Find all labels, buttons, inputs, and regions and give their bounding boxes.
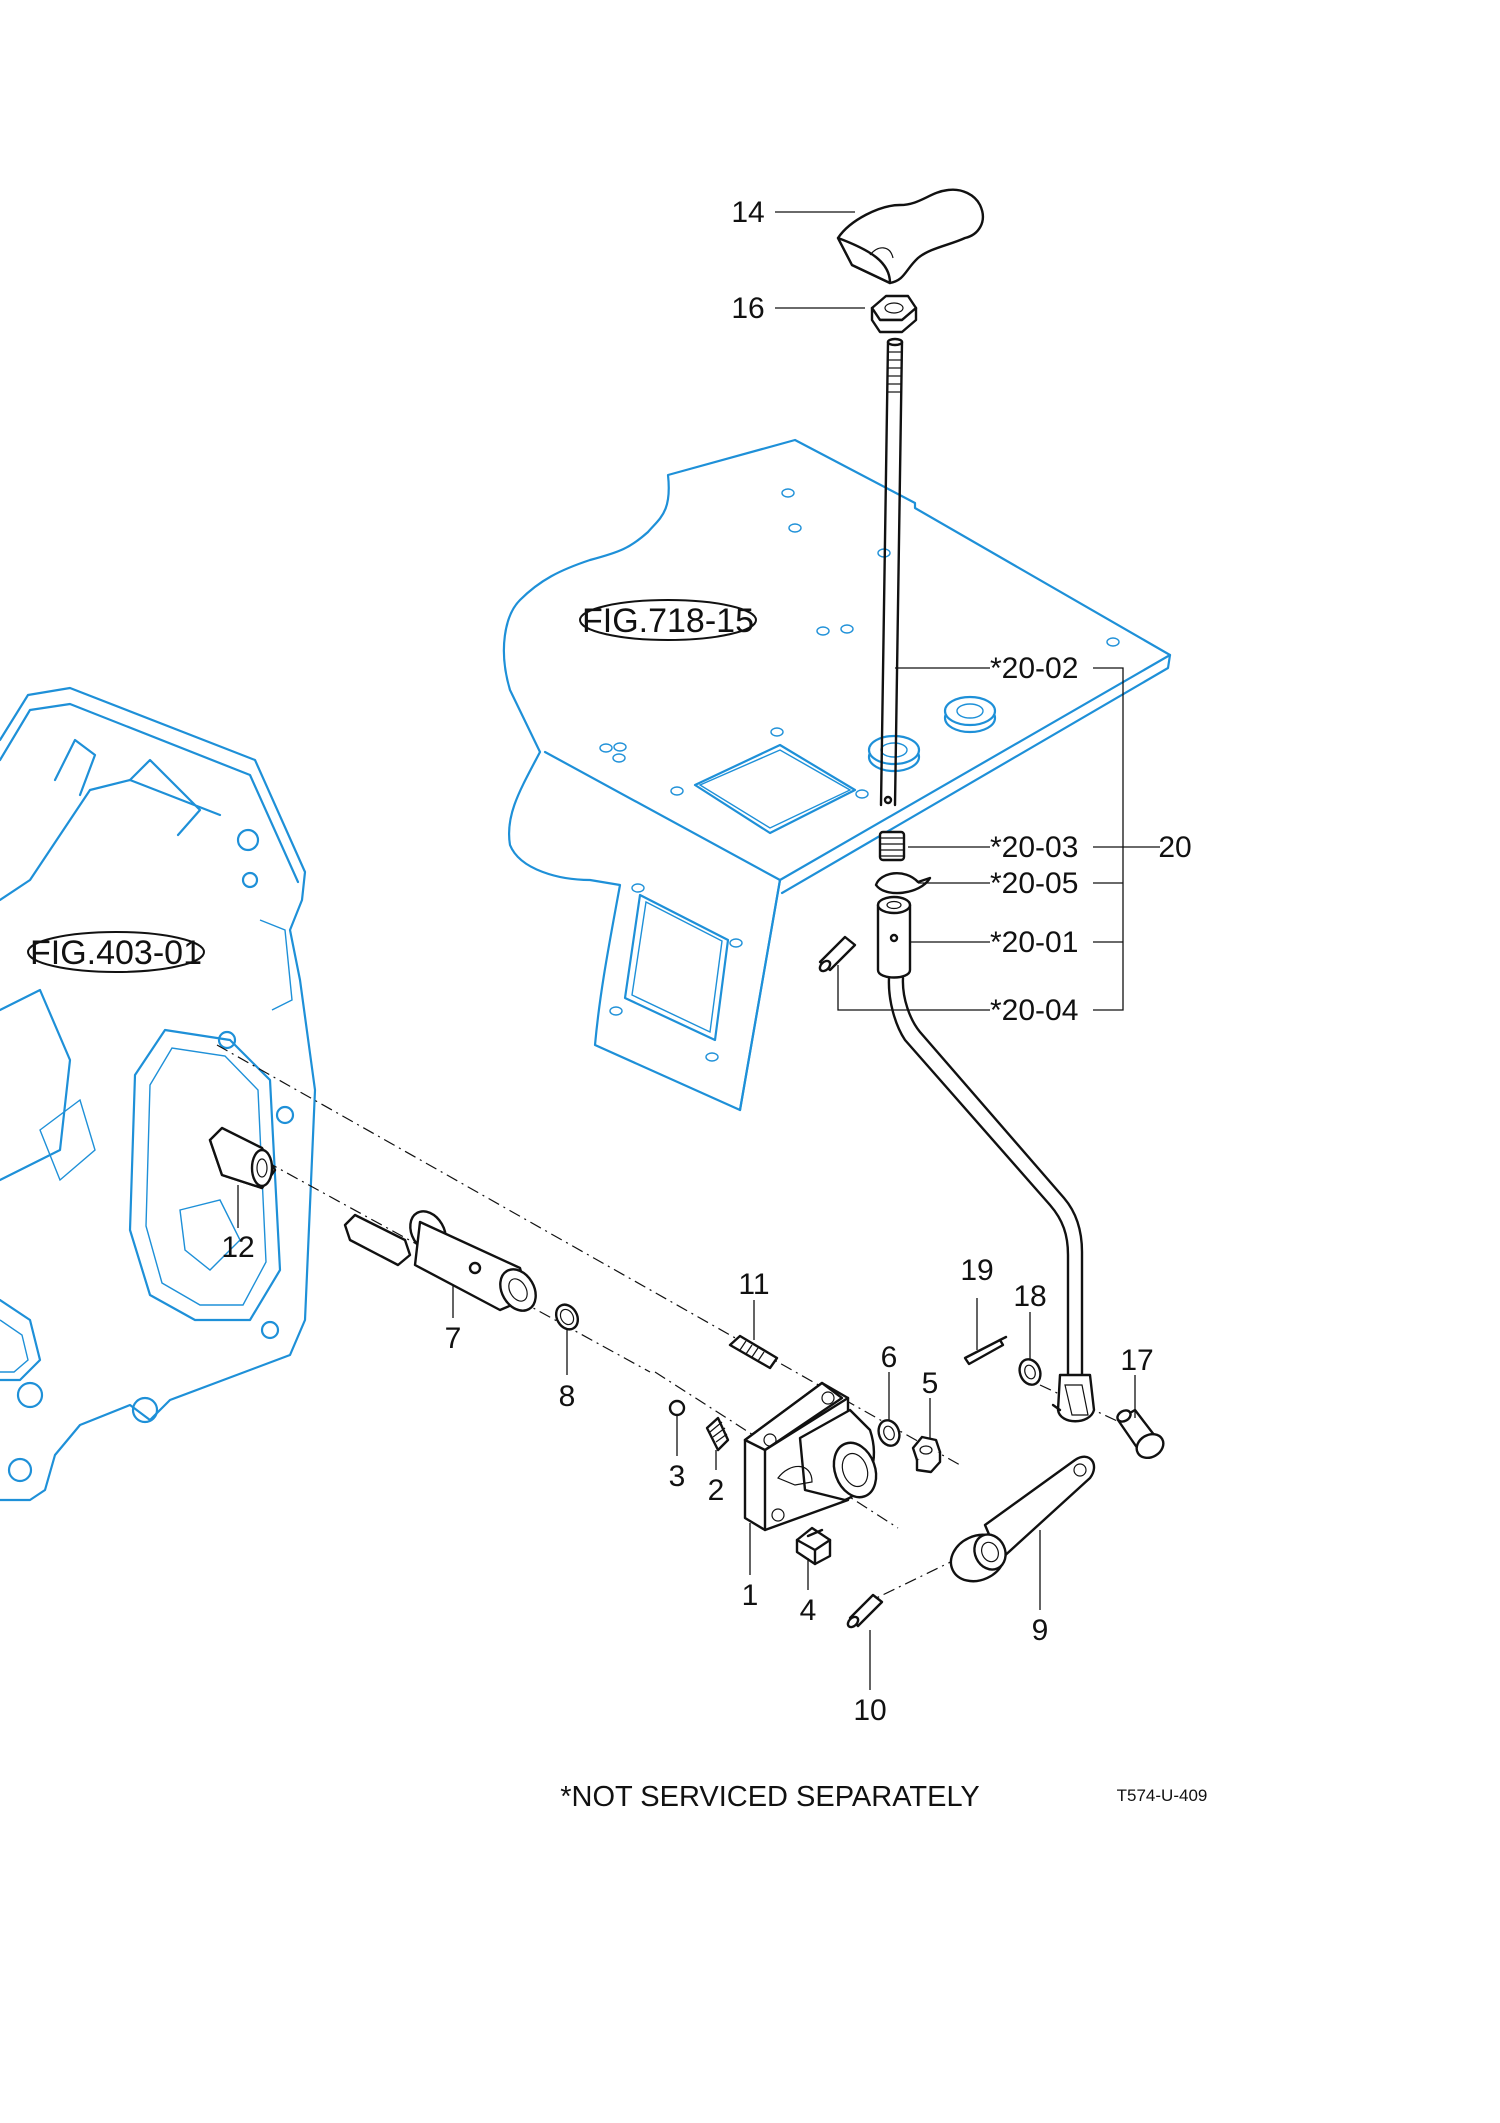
shift-lever-rod [879, 337, 904, 807]
part-label-3: 3 [669, 1460, 686, 1493]
lever-arm-icon [949, 1455, 1096, 1583]
part-label-20-05: *20-05 [990, 867, 1078, 900]
shift-block-icon [208, 1126, 277, 1190]
part-label-12: 12 [221, 1231, 254, 1264]
part-label-16: 16 [731, 292, 764, 325]
grommet-icon [867, 734, 921, 773]
retaining-clip-icon [874, 872, 932, 895]
fig-403-label: FIG.403-01 [30, 934, 202, 972]
stud-icon [728, 1334, 779, 1370]
lever-housing-icon [743, 1381, 878, 1532]
part-label-2: 2 [708, 1474, 725, 1507]
knob-icon [836, 188, 985, 285]
part-label-6: 6 [881, 1341, 898, 1374]
transmission-case-outline [0, 686, 317, 1502]
bolt-icon [795, 1526, 832, 1566]
part-label-9: 9 [1032, 1614, 1049, 1647]
part-label-4: 4 [800, 1594, 817, 1627]
part-label-19: 19 [960, 1254, 993, 1287]
not-serviced-note: *NOT SERVICED SEPARATELY [560, 1781, 980, 1813]
part-label-1: 1 [742, 1579, 759, 1612]
part-label-14: 14 [731, 196, 764, 229]
leader-20-group [837, 667, 1160, 1011]
part-label-5: 5 [922, 1367, 939, 1400]
part-label-20-01: *20-01 [990, 926, 1078, 959]
washer-icon [1018, 1358, 1042, 1386]
lower-lever-arm [876, 895, 1096, 1423]
part-label-8: 8 [559, 1380, 576, 1413]
hex-nut-icon [870, 294, 918, 334]
washer-icon [877, 1419, 901, 1447]
clevis-pin-icon [1116, 1408, 1165, 1460]
part-label-20-04: *20-04 [990, 994, 1078, 1027]
pin-icon [846, 1593, 884, 1629]
grommet-icon [943, 695, 997, 734]
fig-718-callout: FIG.718-15 [579, 599, 757, 641]
drawing-code: T574-U-409 [1117, 1786, 1208, 1805]
cotter-pin-icon [963, 1335, 1008, 1366]
fig-718-label: FIG.718-15 [582, 602, 754, 640]
part-label-17: 17 [1120, 1344, 1153, 1377]
part-label-20-02: *20-02 [990, 652, 1078, 685]
assembly-line-upper [216, 1044, 961, 1466]
part-labels: 14 16 *20-02 *20-03 *20-05 *20-01 *20-04… [221, 196, 1191, 1727]
fig-403-callout: FIG.403-01 [27, 931, 205, 973]
part-label-20-03: *20-03 [990, 831, 1078, 864]
part-label-18: 18 [1013, 1280, 1046, 1313]
o-ring-icon [554, 1303, 580, 1331]
part-label-11: 11 [738, 1268, 769, 1301]
hex-nut-icon [911, 1435, 942, 1474]
part-label-7: 7 [445, 1322, 462, 1355]
part-label-10: 10 [853, 1694, 886, 1727]
part-label-20: 20 [1158, 831, 1191, 864]
ball-icon [668, 1399, 686, 1417]
spring-icon [878, 830, 906, 862]
spring-icon [705, 1416, 730, 1452]
shift-shaft-icon [343, 1210, 537, 1312]
assembly-line-right [861, 1384, 1159, 1606]
pin-icon [818, 935, 857, 973]
